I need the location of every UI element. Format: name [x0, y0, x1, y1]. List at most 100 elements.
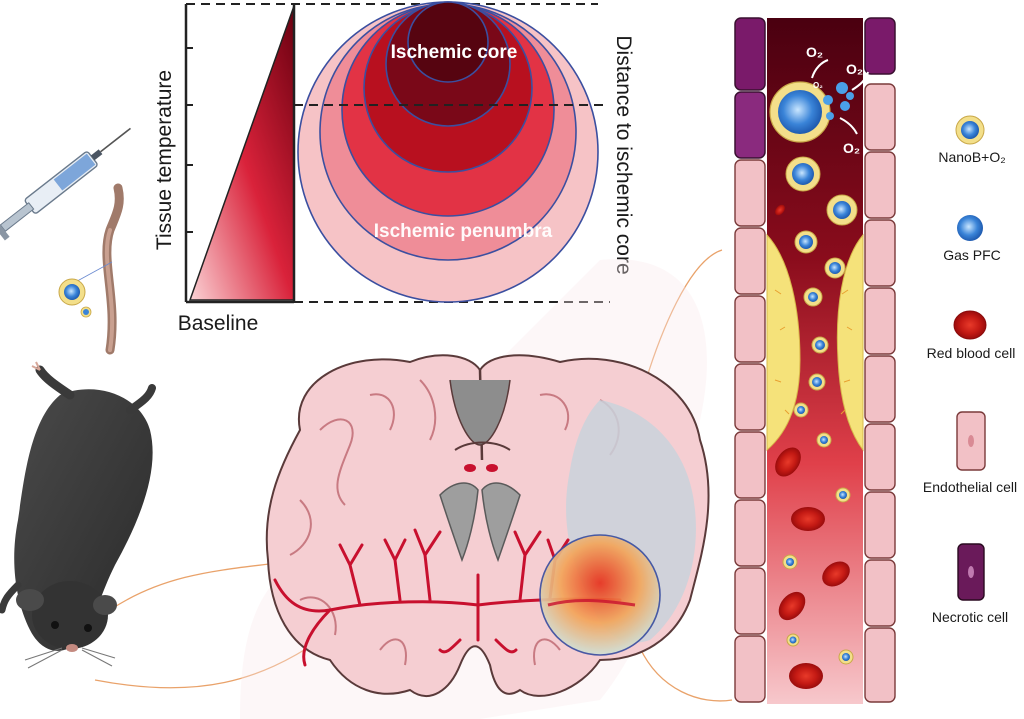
gas-pfc-bubbles	[823, 82, 854, 120]
connector-vessel-bottom	[639, 647, 733, 702]
endothelial-cell	[864, 559, 896, 627]
endothelial-cell	[734, 227, 766, 295]
nanob-o2-core	[842, 653, 850, 661]
necrotic-cell	[734, 91, 766, 159]
endothelial-cell	[864, 423, 896, 491]
red-blood-cell	[789, 663, 823, 689]
endothelial-cell	[734, 635, 766, 703]
endothelial-cell	[734, 363, 766, 431]
necrotic-cell	[864, 17, 896, 75]
right-lateral-ventricle	[481, 482, 521, 563]
mouse-eye	[84, 624, 92, 632]
mouse-illustration	[0, 127, 156, 669]
endothelial-cell	[734, 567, 766, 635]
gas-pfc-bubble	[826, 112, 834, 120]
mouse-tail-highlight	[104, 228, 115, 352]
lesion-occluded-artery	[547, 599, 636, 607]
endothelial-nucleus	[968, 435, 974, 447]
mouse-nose	[66, 644, 78, 652]
syringe-needle	[100, 127, 131, 153]
necrotic-cell	[734, 17, 766, 91]
nanob-o2-core	[789, 636, 797, 644]
brain-gyri	[289, 379, 620, 666]
o2-small-label: O₂	[813, 81, 823, 90]
right-axis-label: Distance to ischemic core	[612, 35, 635, 274]
baseline-label: Baseline	[178, 312, 259, 335]
mouse-hind-leg	[35, 365, 75, 400]
legend-label: Gas PFC	[943, 247, 1001, 263]
y-axis-label: Tissue temperature	[153, 70, 176, 250]
mouse-whiskers	[24, 647, 116, 669]
connector-mouse-brain-lower	[94, 639, 321, 689]
left-lateral-ventricle	[439, 482, 479, 563]
endothelial-cell	[734, 295, 766, 363]
mouse-ear	[93, 595, 117, 615]
legend-item-gas-pfc: Gas PFC	[943, 215, 1001, 263]
vessel-dot	[464, 464, 476, 472]
mouse-foot	[31, 361, 41, 371]
corpus-callosum	[454, 441, 511, 451]
nanob-o2-core	[833, 201, 851, 219]
endothelial-cell	[864, 219, 896, 287]
endothelial-cell	[864, 151, 896, 219]
endothelial-cell	[734, 159, 766, 227]
mouse-body	[14, 389, 153, 651]
nanob-o2-core	[797, 406, 805, 414]
nanob-o2-icon-core	[961, 121, 979, 139]
core-center-circle	[407, 1, 489, 83]
nanob-o2-core	[786, 558, 794, 566]
mouse-ear	[16, 589, 44, 611]
gas-pfc-bubble	[846, 92, 854, 100]
red-blood-cells	[775, 204, 850, 689]
nanob-o2-core	[792, 163, 814, 185]
o2-label: O₂	[806, 44, 823, 60]
legend-label: NanoB+O₂	[938, 149, 1005, 165]
endothelial-cell	[864, 355, 896, 423]
mouse-front-leg	[0, 581, 22, 614]
temperature-gradient-triangle	[188, 5, 295, 301]
nanob-o2-core	[799, 235, 813, 249]
endothelial-cell	[864, 491, 896, 559]
ischemic-core-label: Ischemic core	[391, 42, 518, 63]
blood-vessel: O₂ O₂ O₂ O₂	[734, 17, 896, 704]
o2-label: O₂	[843, 140, 860, 156]
nanob-o2-core	[839, 491, 847, 499]
mouse-hind-leg	[126, 384, 156, 414]
nanob-o2-core	[820, 436, 828, 444]
plaque-right	[836, 233, 864, 452]
red-blood-cell	[778, 591, 806, 621]
vessel-dot	[486, 464, 498, 472]
red-blood-cell-small	[775, 204, 785, 216]
vessel-wall-left	[734, 17, 766, 703]
legend-label: Endothelial cell	[923, 479, 1017, 495]
red-blood-cell	[775, 447, 801, 477]
syringe-hub	[90, 149, 103, 161]
endothelial-cell	[734, 499, 766, 567]
fissure-membrane	[449, 379, 511, 446]
ischemic-penumbra-label: Ischemic penumbra	[374, 221, 553, 242]
plaque-left	[766, 233, 801, 452]
mouse-head	[32, 581, 108, 649]
nanob-o2-core	[829, 262, 841, 274]
endothelial-cell	[864, 627, 896, 703]
syringe-fluid	[53, 153, 96, 191]
endothelial-cell	[864, 287, 896, 355]
legend-item-endothelial: Endothelial cell	[923, 411, 1017, 495]
nanob-o2-core	[808, 292, 818, 302]
nanob-o2-core	[812, 377, 822, 387]
o2-label: O₂	[846, 61, 863, 77]
gas-pfc-bubble	[840, 101, 850, 111]
endothelial-cell	[734, 431, 766, 499]
plaque-texture	[774, 289, 853, 415]
mouse-eye	[51, 621, 59, 629]
legend-item-nanob: NanoB+O₂	[938, 115, 1006, 165]
nanob-particle-core	[64, 284, 80, 300]
temperature-chart: Ischemic core Ischemic penumbra Tissue t…	[153, 1, 635, 335]
vessel-wall-right	[864, 17, 896, 703]
red-blood-cell	[791, 507, 825, 531]
brain-section	[265, 354, 710, 697]
endothelial-cell	[864, 83, 896, 151]
nanob-particles	[769, 81, 858, 665]
legend-item-necrotic: Necrotic cell	[932, 543, 1008, 625]
